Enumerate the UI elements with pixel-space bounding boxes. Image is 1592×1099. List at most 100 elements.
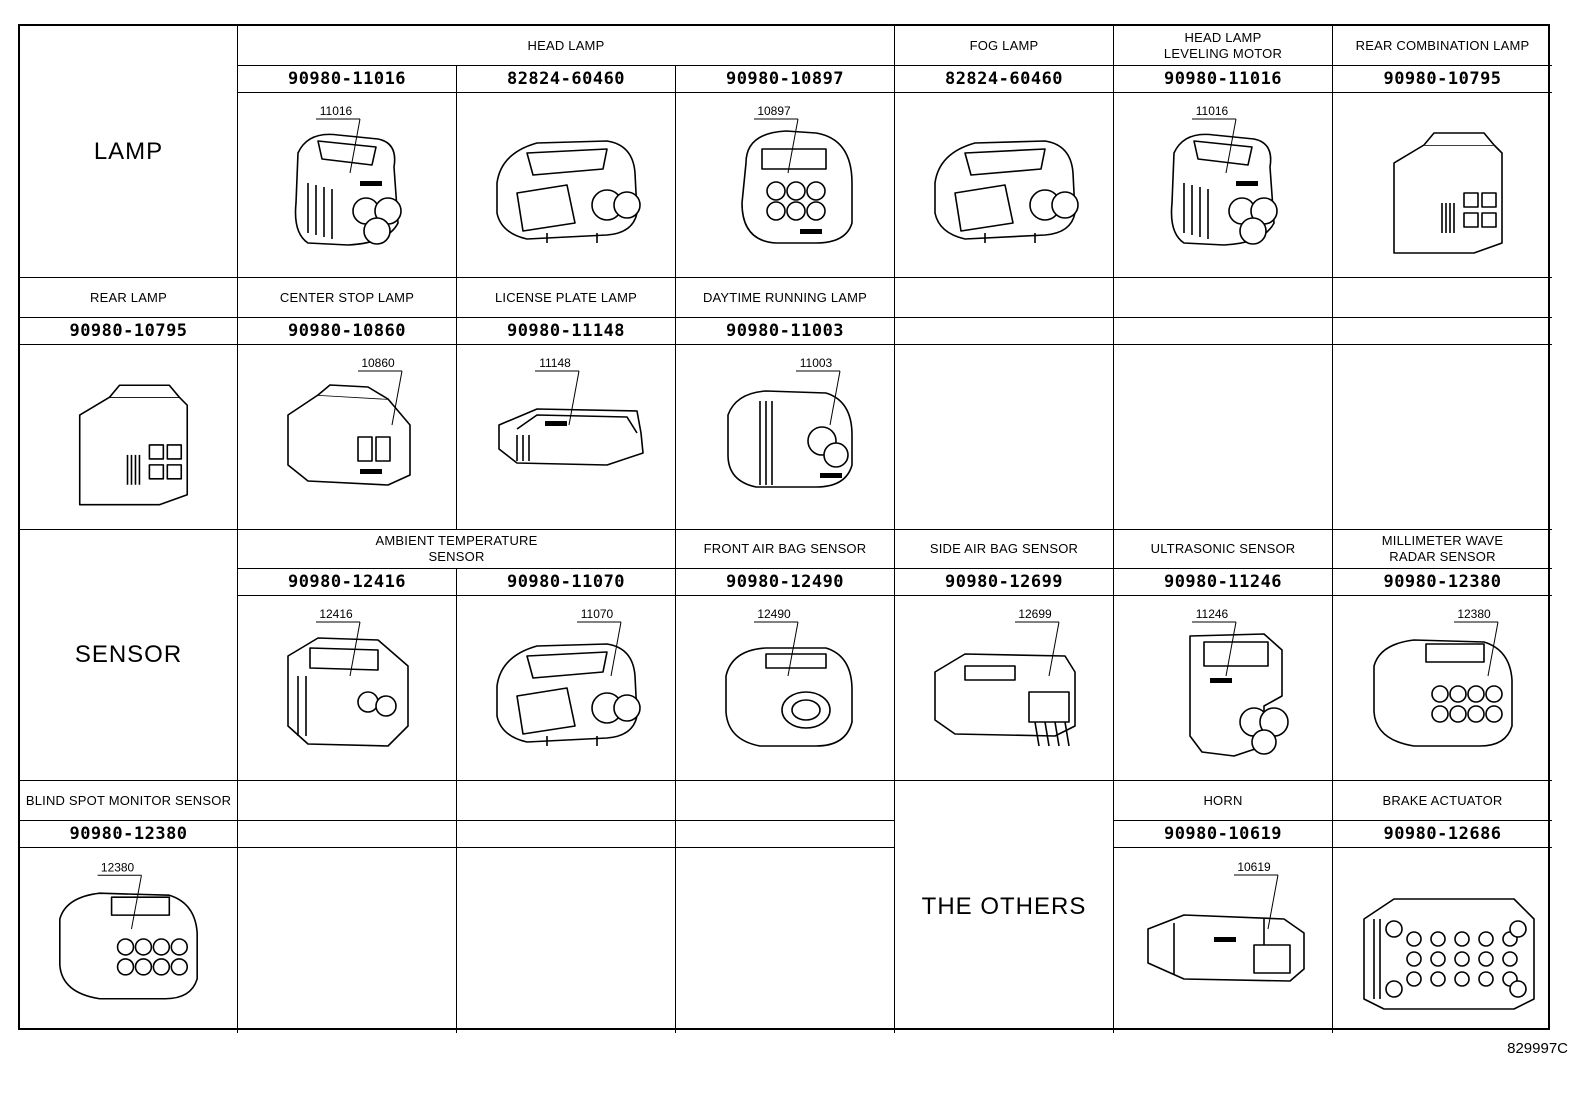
connector-image-cell: 12490 [676,596,895,781]
part-number-cell [895,318,1114,345]
connector-drawing: 12699 [934,607,1076,747]
connector-image-cell [1114,345,1333,530]
application-label: SIDE AIR BAG SENSOR [895,529,1114,569]
part-number-cell: 90980-10860 [238,318,457,345]
part-number: 90980-12686 [1383,824,1502,844]
part-number: 90980-12416 [287,572,407,592]
part-number-cell: 82824-60460 [895,66,1114,93]
application-name: LICENSE PLATE LAMP [494,289,638,305]
connector-image-cell: 12699 [895,596,1114,781]
application-label: AMBIENT TEMPERATURE SENSOR [238,529,676,569]
connector-image-cell [457,848,676,1033]
connector-image-cell: 10860 [238,345,457,530]
connector-drawing: 12380 [1372,607,1513,747]
application-label: LICENSE PLATE LAMP [457,278,676,318]
connector-image-cell [895,345,1114,530]
category-lamp: LAMP [20,26,238,278]
connector-drawing [934,140,1079,243]
part-number-cell: 90980-10795 [20,318,238,345]
part-number-cell [457,821,676,848]
part-number: 90980-11148 [506,321,626,341]
part-number-cell [238,821,457,848]
connector-drawing: 10619 [1147,860,1305,982]
part-number-cell [1333,318,1552,345]
connector-image-cell [1333,93,1552,278]
part-callout-number: 12416 [319,607,353,621]
part-callout-number: 11016 [320,104,353,118]
part-callout-number: 11070 [581,607,614,621]
part-number: 90980-10860 [287,321,407,341]
part-number: 90980-12490 [725,572,845,592]
application-name: FOG LAMP [969,37,1039,53]
connector-drawing: 12416 [287,607,409,747]
application-name: DAYTIME RUNNING LAMP [702,289,868,305]
application-label [238,781,457,821]
part-number: 90980-10619 [1163,824,1283,844]
application-label: BLIND SPOT MONITOR SENSOR [20,781,238,821]
connector-image-cell: 11003 [676,345,895,530]
part-number-cell: 90980-11003 [676,318,895,345]
part-number-cell: 90980-12380 [20,821,238,848]
part-number: 90980-10897 [725,69,845,89]
part-number: 90980-12699 [944,572,1064,592]
connector-drawing: 12380 [59,860,198,1000]
application-name: FRONT AIR BAG SENSOR [703,540,867,556]
connector-image-cell: 12380 [20,848,238,1033]
connector-drawing: 11016 [294,104,402,246]
part-number: 90980-10795 [1383,69,1502,89]
category-others: THE OTHERS [895,781,1114,1033]
application-name: HEAD LAMP [527,37,605,53]
part-number-cell: 90980-12699 [895,569,1114,596]
application-label [895,278,1114,318]
diagram-reference-id: 829997C [1507,1040,1568,1057]
connector-image-cell: 12380 [1333,596,1552,781]
part-number-cell [1114,318,1333,345]
connector-chart: LAMP HEAD LAMP 90980-11016 11016 82824-60460… [18,24,1552,1033]
part-number: 90980-11246 [1163,572,1283,592]
part-number-cell: 90980-10795 [1333,66,1552,93]
part-number-cell: 90980-11016 [238,66,457,93]
part-number-cell: 90980-12416 [238,569,457,596]
connector-image-cell [457,93,676,278]
application-label: REAR LAMP [20,278,238,318]
connector-drawing [78,384,189,506]
application-label [676,781,895,821]
connector-image-cell: 12416 [238,596,457,781]
connector-drawing: 10897 [741,104,853,244]
connector-drawing: 11016 [1170,104,1278,246]
connector-drawing: 11246 [1189,607,1289,757]
application-label [1333,278,1552,318]
application-name: REAR LAMP [90,289,167,305]
connector-image-cell [20,345,238,530]
part-number: 90980-10795 [69,321,188,341]
application-label: ULTRASONIC SENSOR [1114,529,1333,569]
application-label: HORN [1114,781,1333,821]
part-number: 82824-60460 [944,69,1064,89]
application-label: CENTER STOP LAMP [238,278,457,318]
part-number: 90980-11070 [506,572,626,592]
category-label: SENSOR [74,640,183,668]
part-callout-number: 11148 [539,356,571,370]
application-label [1114,278,1333,318]
part-number-cell: 90980-11016 [1114,66,1333,93]
part-callout-number: 10860 [361,356,395,370]
application-name: CENTER STOP LAMP [279,289,415,305]
application-label: HEAD LAMP [238,26,895,66]
part-callout-number: 11246 [1196,607,1229,621]
connector-image-cell: 10619 [1114,848,1333,1033]
connector-drawing: 11003 [727,356,853,488]
part-number-cell: 90980-12686 [1333,821,1552,848]
application-name: BLIND SPOT MONITOR SENSOR [25,792,232,808]
part-callout-number: 10897 [757,104,791,118]
connector-image-cell: 11070 [457,596,676,781]
part-callout-number: 12490 [757,607,791,621]
application-name: HORN [1203,792,1243,808]
application-label [457,781,676,821]
part-number-cell: 90980-12380 [1333,569,1552,596]
application-label: HEAD LAMP LEVELING MOTOR [1114,26,1333,66]
application-label: REAR COMBINATION LAMP [1333,26,1552,66]
connector-image-cell: 11016 [238,93,457,278]
part-number: 82824-60460 [506,69,626,89]
application-name: AMBIENT TEMPERATURE SENSOR [375,532,538,564]
part-number-cell: 90980-10897 [676,66,895,93]
